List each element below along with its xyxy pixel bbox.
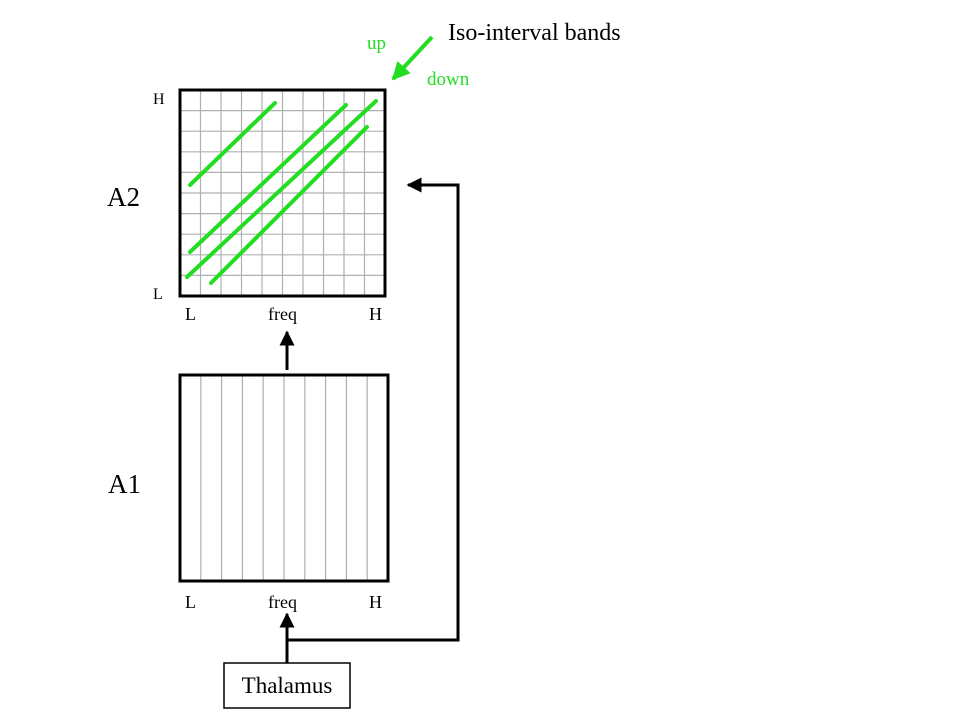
a2-x-low-label: L	[185, 304, 196, 324]
iso-interval-band-3	[185, 99, 378, 279]
direction-down-label: down	[427, 69, 470, 90]
iso-interval-bands	[185, 99, 378, 285]
a1-x-low-label: L	[185, 592, 196, 612]
thalamus-label: Thalamus	[242, 673, 333, 698]
thalamus-node: Thalamus	[223, 662, 351, 709]
a2-label: A2	[107, 182, 140, 212]
thalamus-box	[223, 662, 351, 709]
legend-title: Iso-interval bands	[448, 20, 621, 46]
a2-y-low-label: L	[153, 286, 163, 303]
iso-interval-band-4	[209, 125, 369, 285]
a2-x-high-label: H	[369, 304, 382, 324]
iso-interval-band-1	[188, 101, 277, 187]
a2-x-axis-label: freq	[268, 304, 297, 324]
thalamus-to-a2-arrow	[287, 177, 460, 642]
direction-up-label: up	[367, 33, 386, 54]
a1-frame	[178, 373, 390, 583]
a2-frame	[178, 88, 387, 298]
a2-panel: A2 H L L freq H	[107, 88, 387, 324]
iso-interval-band-2	[188, 103, 348, 254]
a1-grid	[200, 375, 368, 581]
a1-panel: A1 L freq H	[108, 373, 390, 612]
a1-label: A1	[108, 469, 141, 499]
direction-arrow	[391, 35, 434, 81]
a1-x-axis-label: freq	[268, 592, 297, 612]
a1-x-high-label: H	[369, 592, 382, 612]
a2-y-high-label: H	[153, 91, 165, 108]
